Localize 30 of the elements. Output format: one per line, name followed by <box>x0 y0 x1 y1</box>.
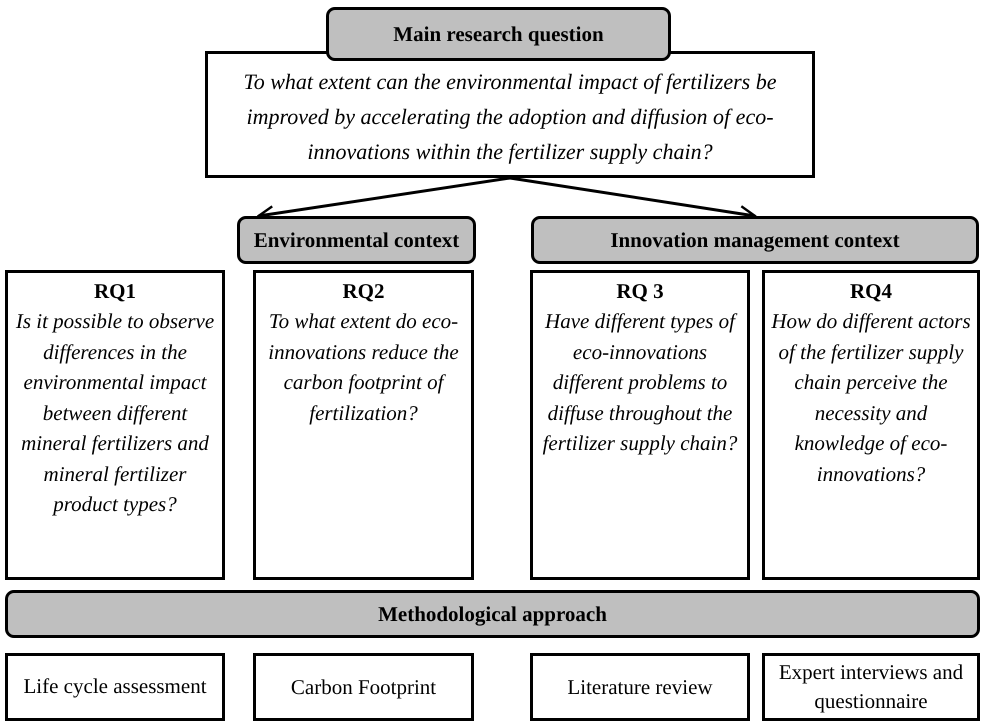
header-tab <box>326 7 671 61</box>
question-box <box>530 270 750 580</box>
question-text: To what extent can the environmental impact of fertilizers be improved by accelerating the adoption and diffusion of eco-innovations within the fertilizer supply chain? <box>242 68 778 166</box>
question-box <box>205 51 815 178</box>
question-text: How do different actors of the fertilizer supply chain perceive the necessity and knowledge of eco-innovations? <box>770 308 972 488</box>
method-label: Literature review <box>567 674 713 701</box>
method-label: Carbon Footprint <box>290 674 436 701</box>
question-box <box>253 270 474 580</box>
heading: RQ2 <box>342 278 384 305</box>
context-tab <box>237 216 476 264</box>
section-title: Environmental context <box>254 226 460 254</box>
question-box <box>762 270 980 580</box>
method-box <box>762 653 980 721</box>
question-text: To what extent do eco-innovations reduce the carbon footprint of fertilization? <box>267 308 460 427</box>
method-box <box>530 653 750 721</box>
question-text: Have different types of eco-innovations different problems to diffuse throughout the fertilizer supply chain? <box>542 308 738 458</box>
heading: RQ 3 <box>616 278 664 305</box>
section-title: Innovation management context <box>610 226 900 254</box>
method-label: Expert interviews and questionnaire <box>778 658 964 715</box>
section-title: Methodological approach <box>378 600 607 628</box>
question-text: Is it possible to observe differences in the environmental impact between different mineral fertilizers and mineral fertilizer product types? <box>14 308 216 518</box>
heading: RQ4 <box>850 278 892 305</box>
heading: RQ1 <box>94 278 136 305</box>
method-label: Life cycle assessment <box>23 673 207 700</box>
method-box <box>253 653 474 721</box>
section-bar <box>5 590 980 638</box>
context-tab <box>531 216 979 264</box>
section-title: Main research question <box>393 20 604 48</box>
question-box <box>5 270 225 580</box>
method-box <box>5 653 225 721</box>
